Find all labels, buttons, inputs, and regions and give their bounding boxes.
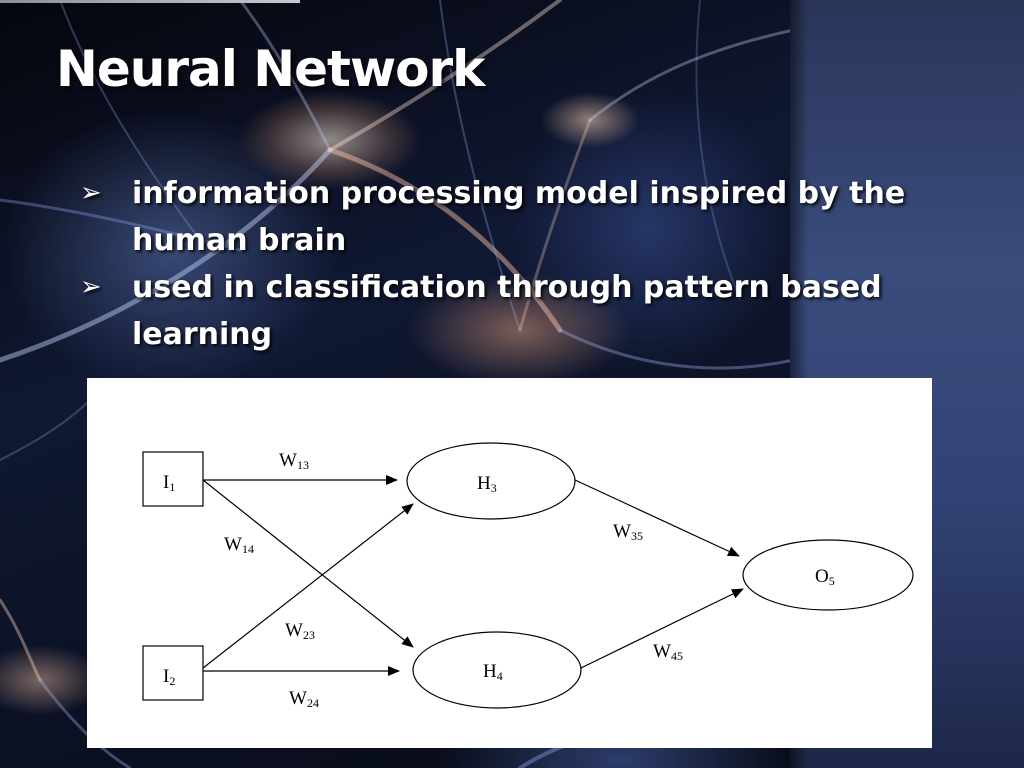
node-subscript: 4 [497,669,503,683]
svg-text:I1: I1 [163,472,175,494]
top-accent-strip [0,0,300,3]
neuron-filaments [0,0,794,768]
node-subscript: 1 [169,480,175,494]
input-node-i1: I1 [142,451,204,507]
arrow-bullet-icon: ➢ [80,272,102,302]
bullet-text: information processing model inspired by… [132,176,906,258]
weight-label-w13: W13 [279,450,309,472]
svg-text:I2: I2 [163,666,175,688]
bullet-text: used in classification through pattern b… [132,270,882,352]
edge-h4-o5 [580,588,744,669]
node-letter: H [477,473,491,494]
node-letter: H [483,661,497,682]
node-subscript: 5 [829,574,835,588]
input-node-i2: I2 [142,645,204,701]
slide-title: Neural Network [56,40,485,98]
svg-text:H3: H3 [477,473,497,495]
weight-label-w35: W35 [613,521,643,543]
edge-i1-h4 [202,479,414,648]
svg-text:O5: O5 [815,566,835,588]
weight-label-w23: W23 [285,620,315,642]
hidden-node-h3: H3 [406,442,576,520]
edge-i2-h3 [202,503,414,669]
node-letter: O [815,566,829,587]
hidden-node-h4: H4 [412,631,582,709]
bullet-list: ➢ information processing model inspired … [80,170,960,358]
edge-h3-o5 [574,479,740,557]
weight-label-w24: W24 [289,688,319,710]
node-subscript: 3 [491,481,497,495]
diagram-canvas: I1 I2 H3 H4 O5 W13 W14 W23 [142,442,914,710]
node-subscript: 2 [169,674,175,688]
arrow-bullet-icon: ➢ [80,178,102,208]
weight-label-w45: W45 [653,641,683,663]
node-letter: I [163,666,169,687]
neural-network-diagram: I1 I2 H3 H4 O5 W13 W14 W23 [87,378,932,748]
output-node-o5: O5 [742,539,914,611]
bullet-item: ➢ information processing model inspired … [80,170,960,264]
weight-label-w14: W14 [224,534,254,556]
svg-text:H4: H4 [483,661,503,683]
node-letter: I [163,472,169,493]
bullet-item: ➢ used in classification through pattern… [80,264,960,358]
